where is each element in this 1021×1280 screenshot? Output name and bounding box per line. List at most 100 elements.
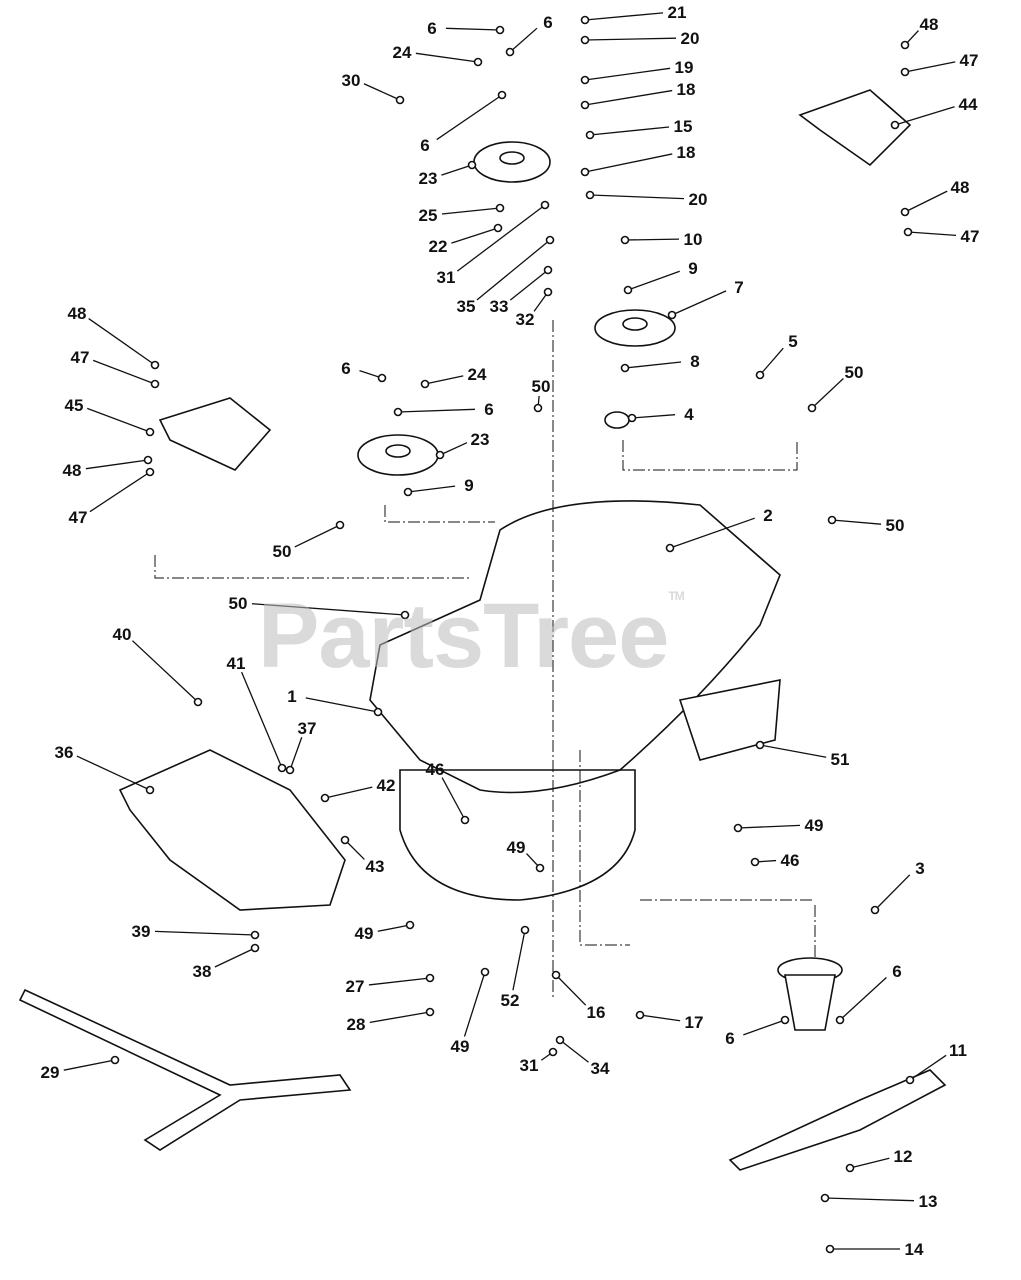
callout-number[interactable]: 10 <box>684 230 703 249</box>
callout-number[interactable]: 13 <box>919 1192 938 1211</box>
callout-6[interactable]: 6 <box>341 359 387 383</box>
callout-50[interactable]: 50 <box>827 515 905 535</box>
callout-number[interactable]: 6 <box>892 962 901 981</box>
callout-number[interactable]: 39 <box>132 922 151 941</box>
callout-number[interactable]: 18 <box>677 143 696 162</box>
callout-31[interactable]: 31 <box>437 200 550 288</box>
callout-number[interactable]: 48 <box>63 461 82 480</box>
callout-number[interactable]: 6 <box>725 1029 734 1048</box>
callout-number[interactable]: 32 <box>516 310 535 329</box>
callout-10[interactable]: 10 <box>620 230 703 249</box>
callout-20[interactable]: 20 <box>585 190 708 209</box>
callout-46[interactable]: 46 <box>750 851 800 870</box>
callout-number[interactable]: 27 <box>346 977 365 996</box>
callout-5[interactable]: 5 <box>755 332 798 380</box>
callout-44[interactable]: 44 <box>890 95 978 130</box>
callout-49[interactable]: 49 <box>451 967 490 1057</box>
callout-40[interactable]: 40 <box>113 625 203 707</box>
callout-number[interactable]: 47 <box>69 508 88 527</box>
callout-23[interactable]: 23 <box>435 430 490 460</box>
callout-number[interactable]: 48 <box>68 304 87 323</box>
callout-number[interactable]: 49 <box>355 924 374 943</box>
callout-number[interactable]: 49 <box>451 1037 470 1056</box>
callout-35[interactable]: 35 <box>457 235 555 317</box>
callout-number[interactable]: 11 <box>949 1041 967 1060</box>
callout-24[interactable]: 24 <box>420 365 487 389</box>
callout-47[interactable]: 47 <box>900 51 979 77</box>
callout-number[interactable]: 22 <box>429 237 448 256</box>
callout-46[interactable]: 46 <box>426 760 470 825</box>
callout-number[interactable]: 1 <box>287 687 296 706</box>
callout-number[interactable]: 6 <box>484 400 493 419</box>
callout-34[interactable]: 34 <box>555 1035 610 1079</box>
callout-number[interactable]: 36 <box>55 743 74 762</box>
callout-number[interactable]: 48 <box>951 178 970 197</box>
callout-number[interactable]: 50 <box>532 377 551 396</box>
callout-6[interactable]: 6 <box>420 90 507 156</box>
callout-17[interactable]: 17 <box>635 1010 704 1033</box>
callout-21[interactable]: 21 <box>580 3 687 25</box>
callout-number[interactable]: 31 <box>437 268 456 287</box>
callout-9[interactable]: 9 <box>403 476 474 497</box>
callout-47[interactable]: 47 <box>71 348 160 389</box>
callout-51[interactable]: 51 <box>755 740 850 770</box>
callout-number[interactable]: 15 <box>674 117 693 136</box>
callout-29[interactable]: 29 <box>41 1055 120 1083</box>
callout-number[interactable]: 52 <box>501 991 520 1010</box>
callout-number[interactable]: 45 <box>65 396 84 415</box>
callout-number[interactable]: 50 <box>273 542 292 561</box>
callout-number[interactable]: 23 <box>471 430 490 449</box>
callout-number[interactable]: 6 <box>543 13 552 32</box>
callout-24[interactable]: 24 <box>393 43 483 67</box>
callout-number[interactable]: 49 <box>805 816 824 835</box>
callout-20[interactable]: 20 <box>580 29 700 48</box>
callout-number[interactable]: 20 <box>681 29 700 48</box>
callout-number[interactable]: 24 <box>468 365 487 384</box>
callout-18[interactable]: 18 <box>580 143 696 177</box>
callout-number[interactable]: 5 <box>788 332 797 351</box>
callout-number[interactable]: 40 <box>113 625 132 644</box>
callout-47[interactable]: 47 <box>69 467 155 528</box>
callout-16[interactable]: 16 <box>551 970 606 1023</box>
callout-number[interactable]: 30 <box>342 71 361 90</box>
callout-number[interactable]: 31 <box>520 1056 539 1075</box>
callout-number[interactable]: 24 <box>393 43 412 62</box>
callout-50[interactable]: 50 <box>273 520 345 562</box>
callout-number[interactable]: 17 <box>685 1013 704 1032</box>
callout-number[interactable]: 44 <box>959 95 978 114</box>
callout-number[interactable]: 2 <box>763 506 772 525</box>
callout-number[interactable]: 34 <box>591 1059 610 1078</box>
callout-43[interactable]: 43 <box>340 835 385 877</box>
callout-31[interactable]: 31 <box>520 1047 558 1076</box>
callout-number[interactable]: 47 <box>71 348 90 367</box>
callout-37[interactable]: 37 <box>285 719 317 775</box>
callout-6[interactable]: 6 <box>835 962 902 1025</box>
callout-number[interactable]: 48 <box>920 15 939 34</box>
callout-38[interactable]: 38 <box>193 943 260 982</box>
callout-number[interactable]: 23 <box>419 169 438 188</box>
callout-4[interactable]: 4 <box>627 405 695 424</box>
callout-number[interactable]: 42 <box>377 776 396 795</box>
callout-number[interactable]: 46 <box>426 760 445 779</box>
callout-number[interactable]: 38 <box>193 962 212 981</box>
callout-number[interactable]: 19 <box>675 58 694 77</box>
callout-7[interactable]: 7 <box>667 278 744 320</box>
callout-number[interactable]: 51 <box>831 750 850 769</box>
callout-number[interactable]: 28 <box>347 1015 366 1034</box>
callout-32[interactable]: 32 <box>516 287 553 330</box>
callout-45[interactable]: 45 <box>65 396 155 437</box>
callout-6[interactable]: 6 <box>505 13 553 57</box>
callout-13[interactable]: 13 <box>820 1192 938 1211</box>
callout-28[interactable]: 28 <box>347 1007 435 1035</box>
callout-52[interactable]: 52 <box>501 925 530 1011</box>
callout-9[interactable]: 9 <box>623 259 698 295</box>
callout-number[interactable]: 14 <box>905 1240 924 1259</box>
callout-11[interactable]: 11 <box>905 1041 967 1085</box>
callout-number[interactable]: 50 <box>845 363 864 382</box>
callout-39[interactable]: 39 <box>132 922 260 941</box>
callout-number[interactable]: 6 <box>341 359 350 378</box>
callout-number[interactable]: 41 <box>227 654 246 673</box>
callout-41[interactable]: 41 <box>227 654 287 773</box>
callout-36[interactable]: 36 <box>55 743 155 795</box>
callout-number[interactable]: 49 <box>507 838 526 857</box>
